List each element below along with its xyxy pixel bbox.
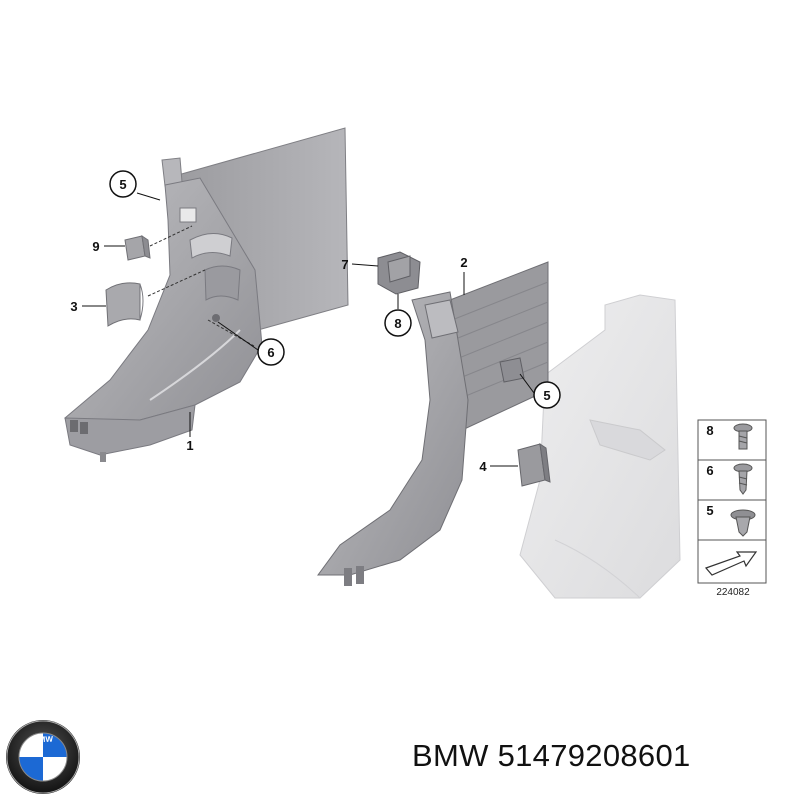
callout-5-top-label: 5 (119, 177, 126, 192)
ghost-trim-part (519, 294, 681, 599)
diagram-id: 224082 (716, 587, 750, 598)
trim-part-2 (317, 261, 549, 586)
callout-4-label: 4 (479, 459, 487, 474)
callout-7-label: 7 (341, 257, 348, 272)
caption-part-number: 51479208601 (497, 738, 691, 773)
callout-5-right-label: 5 (543, 388, 550, 403)
callout-8: 8 (384, 309, 412, 337)
callout-9-label: 9 (92, 239, 99, 254)
callout-3-label: 3 (70, 299, 77, 314)
legend-item-8-label: 8 (706, 423, 713, 438)
cover-part-3 (105, 282, 144, 327)
part-number-caption: BMW 51479208601 (412, 738, 691, 774)
clip-part-9 (124, 234, 151, 261)
arrow-icon (704, 551, 758, 576)
callout-1-label: 1 (186, 438, 193, 453)
trim-part-1 (64, 127, 349, 462)
callout-5-right: 5 (533, 381, 561, 409)
leader-lines (82, 192, 535, 467)
callout-8-label: 8 (394, 316, 401, 331)
callout-2-label: 2 (460, 255, 467, 270)
callout-6: 6 (257, 338, 285, 366)
screw-6-icon (733, 463, 753, 495)
fastener-legend: 8 6 5 224082 (697, 419, 767, 598)
bmw-logo-letters: BMW (33, 735, 54, 745)
bracket-part-7 (377, 251, 421, 295)
caption-brand: BMW (412, 738, 489, 773)
clip-5-icon (730, 509, 756, 537)
callout-5-top: 5 (109, 170, 137, 198)
legend-item-6-label: 6 (706, 463, 713, 478)
assembly-lines (147, 225, 255, 347)
cover-part-4 (517, 442, 551, 487)
legend-item-5-label: 5 (706, 503, 713, 518)
screw-8-icon (733, 423, 753, 450)
bmw-logo: BMW (6, 720, 80, 794)
callout-6-label: 6 (267, 345, 274, 360)
